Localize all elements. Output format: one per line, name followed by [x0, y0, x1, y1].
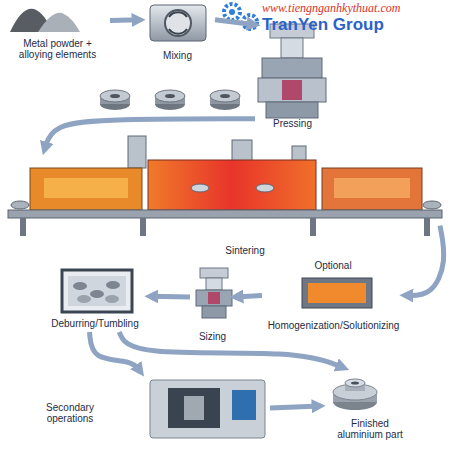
- step-label: Metal powder + alloying elements: [5, 38, 110, 60]
- tumbler-drum: [68, 276, 126, 306]
- gear-hub: [229, 9, 235, 15]
- flow-arrow: [119, 332, 344, 368]
- step-label: Finished aluminium part: [330, 418, 410, 440]
- hub-top: [345, 379, 365, 387]
- compact-part: [155, 90, 185, 110]
- mixer-rotation: [169, 12, 187, 17]
- sizing-column: [206, 278, 222, 290]
- process-step: Sizing: [190, 265, 235, 345]
- mixer-rotation: [169, 29, 187, 34]
- compact-part: [100, 90, 130, 110]
- gear-icon: [224, 4, 240, 20]
- sizing-base: [202, 306, 226, 318]
- watermark: TranYen Group: [262, 15, 384, 35]
- compact-part: [210, 90, 240, 110]
- flow-arrow: [405, 226, 444, 296]
- gear-icon: [243, 15, 257, 29]
- flow-arrow: [110, 17, 140, 23]
- machine-window: [168, 388, 220, 428]
- machine-chuck: [184, 396, 204, 420]
- press-die: [258, 78, 326, 102]
- homogenization-furnace: [302, 278, 372, 308]
- step-label: Secondary operations: [35, 402, 105, 424]
- watermark: www.tiengnganhkythuat.com: [262, 1, 400, 16]
- tumbled-part: [105, 295, 119, 303]
- tumbler-frame: [62, 270, 132, 312]
- flow-arrow: [270, 406, 320, 408]
- furnace-window: [44, 178, 128, 198]
- conveyor-leg: [20, 218, 26, 236]
- tumbled-part: [90, 290, 104, 298]
- press-punch: [262, 58, 322, 78]
- process-step: Deburring/Tumbling: [40, 266, 150, 332]
- step-label: Optional: [303, 260, 363, 271]
- part-top: [210, 90, 240, 102]
- part-in-furnace: [256, 184, 274, 192]
- process-step: Mixing: [140, 0, 215, 66]
- step-label: Mixing: [140, 50, 215, 61]
- part-on-belt: [11, 201, 29, 209]
- tumbled-part: [106, 281, 120, 289]
- part-hole: [220, 94, 230, 98]
- furnace-zone: [30, 168, 142, 210]
- gear-hub: [248, 20, 253, 25]
- conveyor-leg: [310, 218, 316, 236]
- process-step: Sintering: [10, 150, 440, 258]
- press-column: [281, 38, 303, 58]
- process-step: Metal powder + alloying elements: [5, 2, 110, 64]
- step-label: Sintering: [210, 245, 280, 256]
- conveyor-leg: [424, 218, 430, 236]
- part-hole: [165, 94, 175, 98]
- furnace-chamber: [308, 283, 366, 303]
- step-label: Sizing: [190, 331, 235, 342]
- sizing-cavity: [208, 292, 220, 304]
- furnace-hot-zone: [148, 160, 316, 210]
- press-base: [266, 102, 318, 118]
- part-hole: [351, 381, 359, 384]
- sizing-die: [196, 290, 232, 306]
- part-top: [100, 90, 130, 102]
- furnace-hopper: [128, 136, 146, 168]
- flow-arrow: [150, 294, 190, 300]
- press-cavity: [282, 80, 302, 100]
- conveyor-belt: [8, 210, 442, 218]
- part-in-furnace: [191, 184, 209, 192]
- process-step: Finished aluminium part: [320, 368, 440, 444]
- mixer-drum: [165, 10, 191, 36]
- part-on-belt: [423, 201, 441, 209]
- tumbled-part: [73, 282, 87, 290]
- step-label: Deburring/Tumbling: [40, 318, 150, 329]
- tumbled-part: [77, 295, 91, 303]
- flow-arrow: [215, 20, 255, 25]
- flow-arrow: [90, 332, 141, 372]
- furnace-zone: [322, 168, 422, 210]
- part-hole: [110, 94, 120, 98]
- furnace-stack: [232, 140, 252, 162]
- furnace-window: [334, 178, 410, 198]
- process-step: Secondary operations: [35, 372, 270, 444]
- flow-arrow: [235, 295, 262, 297]
- process-step: OptionalHomogenization/Solutionizing: [262, 258, 405, 336]
- powder-pile: [38, 13, 80, 32]
- step-label: Homogenization/Solutionizing: [262, 320, 405, 331]
- flow-arrow: [44, 119, 255, 150]
- mixer-body: [150, 5, 206, 41]
- step-label: Pressing: [255, 118, 330, 129]
- part-top: [155, 90, 185, 102]
- process-step: Pressing: [255, 18, 330, 130]
- machine-panel: [232, 390, 256, 420]
- sizing-top: [200, 268, 228, 278]
- conveyor-leg: [140, 218, 146, 236]
- machine-body: [150, 380, 265, 438]
